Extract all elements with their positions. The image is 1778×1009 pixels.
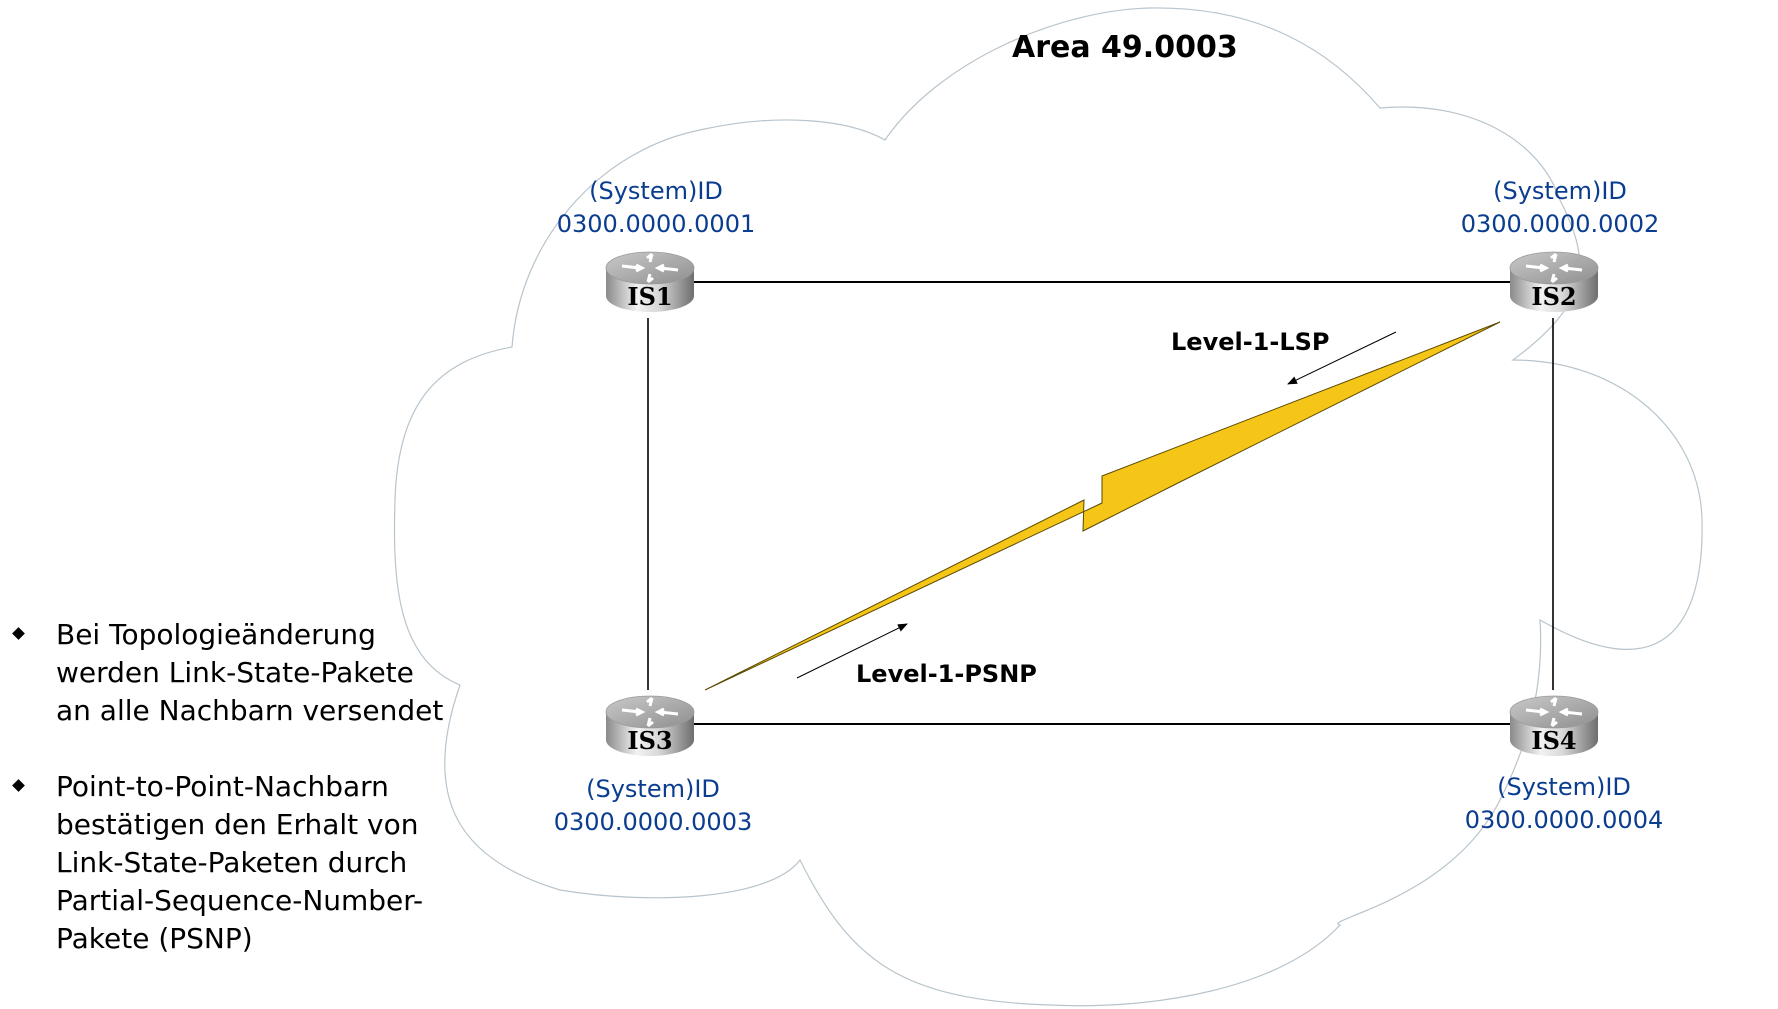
bullet-item: Bei Topologieänderung werden Link-State-…: [12, 616, 496, 730]
bullet-line: Bei Topologieänderung: [56, 618, 376, 651]
bullet-line: Partial-Sequence-Number-: [56, 884, 424, 917]
system-id-label: (System)ID: [1493, 177, 1627, 205]
serial-link-bolt-shape: [704, 321, 1501, 691]
router-icon: [1509, 695, 1599, 756]
system-id-is1: (System)ID 0300.0000.0001: [536, 175, 776, 241]
router-is3[interactable]: IS3: [600, 688, 700, 764]
bullet-line: Pakete (PSNP): [56, 922, 253, 955]
router-is2[interactable]: IS2: [1504, 244, 1604, 320]
bullet-line: werden Link-State-Pakete: [56, 656, 414, 689]
diamond-bullet-icon: [12, 779, 25, 792]
system-id-value: 0300.0000.0003: [553, 808, 753, 836]
lsp-label: Level-1-LSP: [1171, 328, 1330, 356]
bullet-line: bestätigen den Erhalt von: [56, 808, 419, 841]
bullet-list: Bei Topologieänderung werden Link-State-…: [12, 616, 496, 996]
psnp-label: Level-1-PSNP: [856, 660, 1037, 688]
lsp-arrow: [1287, 331, 1397, 385]
system-id-is2: (System)ID 0300.0000.0002: [1440, 175, 1680, 241]
psnp-arrow: [796, 623, 908, 679]
area-title: Area 49.0003: [1012, 30, 1238, 65]
diamond-bullet-icon: [12, 627, 25, 640]
system-id-is3: (System)ID 0300.0000.0003: [533, 773, 773, 839]
router-name: IS4: [1531, 726, 1577, 755]
bullet-line: an alle Nachbarn versendet: [56, 694, 444, 727]
router-icon: [605, 695, 695, 756]
system-id-label: (System)ID: [589, 177, 723, 205]
bullet-item: Point-to-Point-Nachbarn bestätigen den E…: [12, 768, 496, 958]
router-name: IS3: [627, 726, 673, 755]
router-is4[interactable]: IS4: [1504, 688, 1604, 764]
router-name: IS1: [627, 282, 673, 311]
router-name: IS2: [1531, 282, 1577, 311]
bullet-line: Point-to-Point-Nachbarn: [56, 770, 389, 803]
router-icon: [605, 251, 695, 312]
bullet-line: Link-State-Paketen durch: [56, 846, 408, 879]
system-id-value: 0300.0000.0002: [1460, 210, 1660, 238]
system-id-value: 0300.0000.0001: [556, 210, 756, 238]
system-id-is4: (System)ID 0300.0000.0004: [1444, 771, 1684, 837]
system-id-value: 0300.0000.0004: [1464, 806, 1664, 834]
router-icon: [1509, 251, 1599, 312]
system-id-label: (System)ID: [586, 775, 720, 803]
system-id-label: (System)ID: [1497, 773, 1631, 801]
router-is1[interactable]: IS1: [600, 244, 700, 320]
area-cloud-outline: [393, 7, 1703, 1007]
